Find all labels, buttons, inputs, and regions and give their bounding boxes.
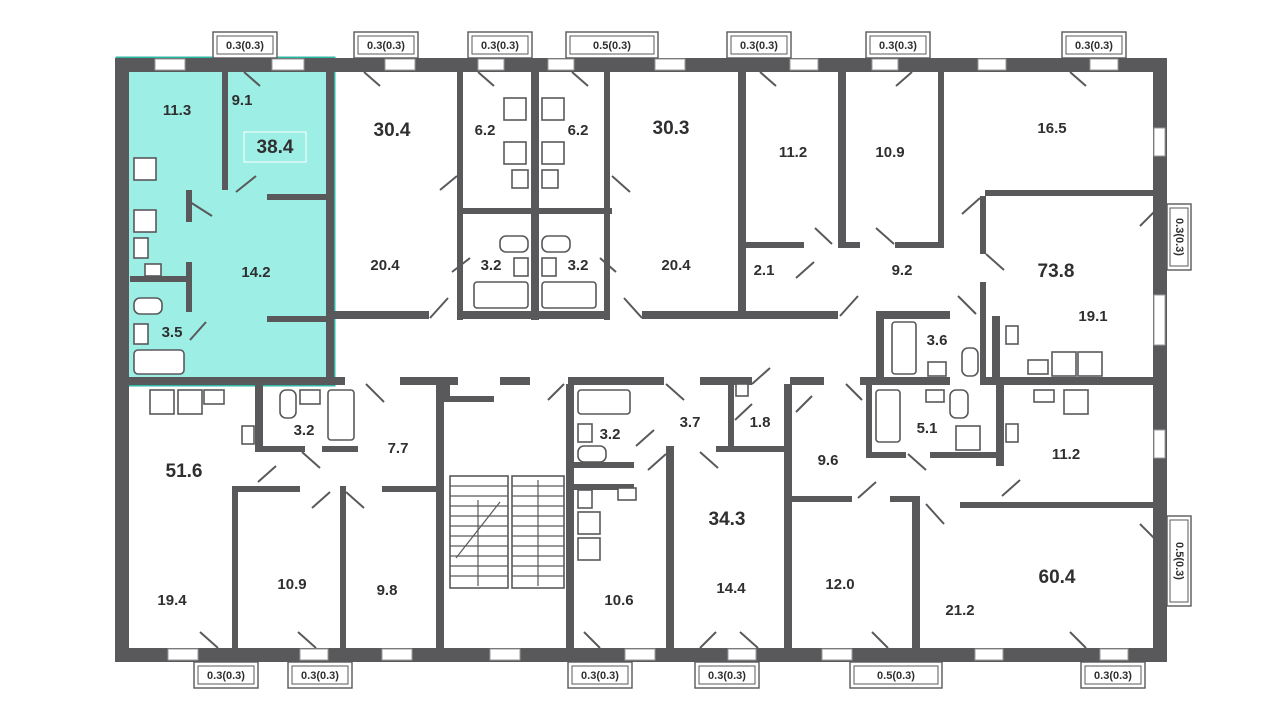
balcony-label: 0.3(0.3) [879,40,917,52]
room-area-label: 3.7 [680,414,701,431]
balcony-top-7: 0.3(0.3) [1061,31,1127,59]
right-windows [1153,127,1166,459]
balcony-top-6: 0.3(0.3) [865,31,931,59]
apartment-area-label[interactable]: 60.4 [1039,567,1076,588]
room-area-label: 6.2 [568,122,589,139]
top-windows [154,58,1119,71]
room-area-label: 10.9 [277,576,306,593]
balcony-bottom-6: 0.3(0.3) [1080,661,1146,689]
balcony-bottom-3: 0.3(0.3) [567,661,633,689]
balcony-label: 0.5(0.3) [1173,542,1185,580]
balcony-bottom-5: 0.5(0.3) [849,661,943,689]
apartment-area-label[interactable]: 51.6 [166,461,203,482]
room-area-label: 20.4 [370,257,400,274]
apartment-areas: 38.4 30.4 30.3 73.8 51.6 34.3 60.4 [166,118,1076,588]
balcony-top-1: 0.3(0.3) [212,31,278,59]
balcony-top-3: 0.3(0.3) [467,31,533,59]
balcony-label: 0.5(0.3) [593,40,631,52]
balcony-right-1: 0.3(0.3) [1166,203,1192,271]
balcony-bottom-4: 0.3(0.3) [694,661,760,689]
room-areas: 11.3 9.1 14.2 3.5 6.2 6.2 20.4 3.2 3.2 2… [157,92,1107,619]
balcony-label: 0.3(0.3) [301,670,339,682]
room-area-label: 10.6 [604,592,633,609]
room-area-label: 14.2 [241,264,270,281]
room-area-label: 9.6 [818,452,839,469]
staircase [449,475,565,589]
balcony-label: 0.3(0.3) [708,670,746,682]
room-area-label: 11.2 [779,144,807,161]
balcony-label: 0.3(0.3) [581,670,619,682]
balcony-label: 0.3(0.3) [226,40,264,52]
room-area-label: 12.0 [825,576,854,593]
room-area-label: 3.2 [568,257,589,274]
bottom-windows [167,648,1129,661]
balcony-bottom-2: 0.3(0.3) [287,661,353,689]
room-area-label: 10.9 [875,144,904,161]
apartment-area-label[interactable]: 38.4 [257,137,294,158]
room-area-label: 3.5 [162,324,183,341]
balcony-label: 0.3(0.3) [740,40,778,52]
plumbing-fixtures [133,97,1103,561]
room-area-label: 11.2 [1052,446,1080,463]
room-area-label: 1.8 [750,414,771,431]
room-area-label: 6.2 [475,122,496,139]
balcony-top-5: 0.3(0.3) [726,31,792,59]
balcony-markers: 0.3(0.3) 0.3(0.3) 0.3(0.3) 0.5(0.3) 0.3(… [193,31,1192,689]
door-swings [189,71,1157,649]
balcony-right-2: 0.5(0.3) [1166,515,1192,607]
room-area-label: 3.6 [927,332,948,349]
room-area-label: 3.2 [481,257,502,274]
balcony-label: 0.5(0.3) [877,670,915,682]
balcony-label: 0.3(0.3) [1173,218,1185,256]
room-area-label: 7.7 [388,440,409,457]
balcony-top-2: 0.3(0.3) [353,31,419,59]
room-area-label: 9.1 [232,92,253,109]
room-area-label: 20.4 [661,257,691,274]
room-area-label: 21.2 [945,602,974,619]
balcony-label: 0.3(0.3) [1075,40,1113,52]
room-area-label: 3.2 [294,422,315,439]
room-area-label: 19.1 [1078,308,1107,325]
balcony-bottom-1: 0.3(0.3) [193,661,259,689]
room-area-label: 14.4 [716,580,746,597]
room-area-label: 11.3 [163,102,191,119]
apartment-area-label[interactable]: 30.4 [374,120,411,141]
balcony-label: 0.3(0.3) [367,40,405,52]
room-area-label: 9.2 [892,262,913,279]
apartment-area-label[interactable]: 73.8 [1038,261,1075,282]
balcony-label: 0.3(0.3) [207,670,245,682]
room-area-label: 5.1 [917,420,938,437]
room-area-label: 19.4 [157,592,187,609]
balcony-label: 0.3(0.3) [1094,670,1132,682]
interior-walls [115,58,1155,656]
room-area-label: 9.8 [377,582,398,599]
room-area-label: 16.5 [1037,120,1066,137]
apartment-area-label[interactable]: 30.3 [653,118,690,139]
apartment-area-label[interactable]: 34.3 [709,509,746,530]
room-area-label: 2.1 [754,262,775,279]
balcony-label: 0.3(0.3) [481,40,519,52]
balcony-top-4: 0.5(0.3) [565,31,659,59]
room-area-label: 3.2 [600,426,621,443]
